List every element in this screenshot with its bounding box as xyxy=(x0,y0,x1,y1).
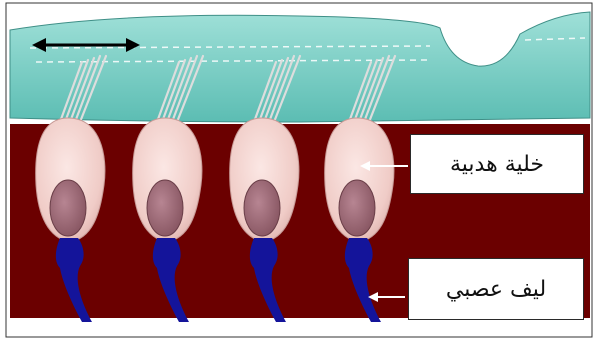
nerve-fiber-label-text: ليف عصبي xyxy=(446,277,546,302)
hair-cell-label: خلية هدبية xyxy=(410,134,584,194)
hair-cell-label-text: خلية هدبية xyxy=(450,152,544,177)
nerve-fiber-label: ليف عصبي xyxy=(408,258,584,320)
